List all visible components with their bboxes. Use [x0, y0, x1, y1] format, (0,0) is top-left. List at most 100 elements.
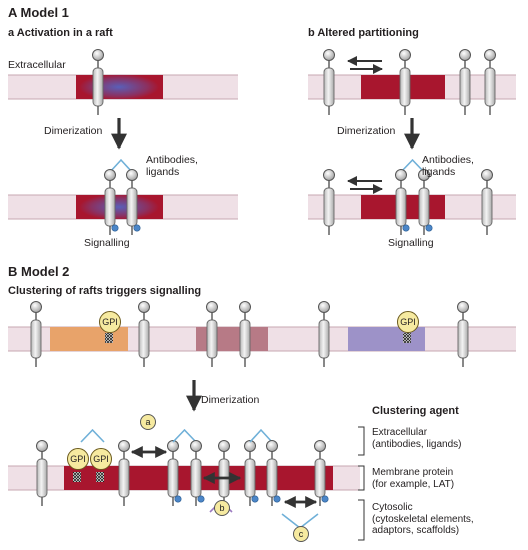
- receptor-head: [418, 169, 430, 181]
- ligands-label-a: Antibodies, ligands: [146, 154, 198, 179]
- signal-dot: [251, 495, 259, 503]
- ligands-label-b: Antibodies, ligands: [422, 154, 474, 179]
- agent-b-text: Membrane protein (for example, LAT): [372, 467, 455, 490]
- receptor-head: [266, 440, 278, 452]
- panel-a-heading: a Activation in a raft: [8, 27, 113, 39]
- receptor-body: [323, 187, 335, 227]
- receptor-body: [399, 67, 411, 107]
- agent-c-text: Cytosolic (cytoskeletal elements, adapto…: [372, 502, 474, 536]
- receptor-head: [126, 169, 138, 181]
- receptor-body: [118, 458, 130, 498]
- receptor-body: [244, 458, 256, 498]
- receptor-head: [399, 49, 411, 61]
- ligand-pair-1: [172, 428, 197, 443]
- receptor-body: [138, 319, 150, 359]
- receptor-body: [36, 458, 48, 498]
- gpi-anchor-purple: [403, 333, 411, 343]
- agent-c-marker: c: [293, 526, 309, 542]
- receptor-head: [118, 440, 130, 452]
- receptor-head: [484, 49, 496, 61]
- signal-dot: [174, 495, 182, 503]
- bracket-membrane: [358, 465, 365, 491]
- activation-glow-a-top: [79, 74, 159, 100]
- receptor-head: [318, 301, 330, 313]
- clustering-agent-title: Clustering agent: [372, 405, 459, 417]
- receptor-body: [104, 187, 116, 227]
- receptor-body: [266, 458, 278, 498]
- signal-dot: [425, 224, 433, 232]
- agent-a-text: Extracellular (antibodies, ligands): [372, 427, 462, 450]
- receptor-body: [323, 67, 335, 107]
- dimerization-label-a: Dimerization: [44, 125, 103, 137]
- panel-b-heading: b Altered partitioning: [308, 27, 419, 39]
- model2-subheading: Clustering of rafts triggers signalling: [8, 285, 202, 297]
- receptor-body: [318, 319, 330, 359]
- receptor-head: [218, 440, 230, 452]
- receptor-head: [206, 301, 218, 313]
- gpi-anchor-cluster-2: [96, 472, 104, 482]
- receptor-body: [457, 319, 469, 359]
- receptor-body: [484, 67, 496, 107]
- receptor-body: [239, 319, 251, 359]
- gpi-tag-cluster-2: GPI: [90, 448, 112, 470]
- gpi-anchor-orange: [105, 333, 113, 343]
- signalling-label-b: Signalling: [388, 237, 434, 249]
- receptor-head: [92, 49, 104, 61]
- receptor-body: [459, 67, 471, 107]
- dimerization-label-model2: Dimerization: [201, 394, 260, 406]
- receptor-head: [239, 301, 251, 313]
- gpi-badge: GPI: [90, 448, 112, 470]
- receptor-head: [457, 301, 469, 313]
- receptor-body: [314, 458, 326, 498]
- receptor-head: [30, 301, 42, 313]
- gpi-tag-orange: GPI: [99, 311, 121, 333]
- receptor-body: [92, 67, 104, 107]
- dimerization-label-b: Dimerization: [337, 125, 396, 137]
- gpi-tag-purple: GPI: [397, 311, 419, 333]
- signal-dot: [133, 224, 141, 232]
- signal-dot: [321, 495, 329, 503]
- receptor-body: [481, 187, 493, 227]
- receptor-body: [167, 458, 179, 498]
- receptor-head: [395, 169, 407, 181]
- ligand-gpi-pair: [80, 428, 105, 443]
- gpi-badge: GPI: [67, 448, 89, 470]
- agent-a-marker: a: [140, 414, 156, 430]
- model2-heading: B Model 2: [8, 264, 70, 279]
- signal-dot: [197, 495, 205, 503]
- receptor-head: [104, 169, 116, 181]
- receptor-head: [314, 440, 326, 452]
- signalling-label-a: Signalling: [84, 237, 130, 249]
- agent-b-marker: b: [214, 500, 230, 516]
- receptor-head: [190, 440, 202, 452]
- signal-dot: [273, 495, 281, 503]
- receptor-body: [418, 187, 430, 227]
- extracellular-label: Extracellular: [8, 59, 66, 71]
- receptor-head: [323, 49, 335, 61]
- receptor-body: [206, 319, 218, 359]
- receptor-body: [30, 319, 42, 359]
- receptor-body: [126, 187, 138, 227]
- receptor-head: [167, 440, 179, 452]
- receptor-head: [459, 49, 471, 61]
- ligand-b: [400, 158, 425, 173]
- receptor-head: [36, 440, 48, 452]
- ligand-a: [109, 158, 133, 173]
- receptor-head: [481, 169, 493, 181]
- receptor-head: [244, 440, 256, 452]
- gpi-tag-cluster-1: GPI: [67, 448, 89, 470]
- ligand-pair-2: [249, 428, 273, 443]
- receptor-body: [190, 458, 202, 498]
- signal-dot: [111, 224, 119, 232]
- receptor-body: [395, 187, 407, 227]
- receptor-head: [323, 169, 335, 181]
- gpi-badge: GPI: [397, 311, 419, 333]
- gpi-anchor-cluster-1: [73, 472, 81, 482]
- bracket-extracellular: [358, 426, 365, 456]
- activation-glow-a-bottom: [79, 194, 159, 220]
- bracket-cytosolic: [358, 499, 365, 541]
- model1-heading: A Model 1: [8, 5, 69, 20]
- gpi-badge: GPI: [99, 311, 121, 333]
